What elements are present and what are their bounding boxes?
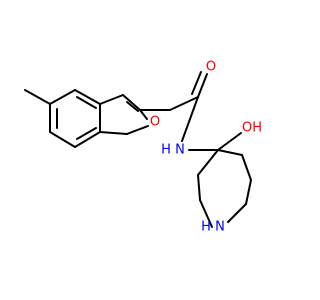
benzene-bond [49,131,76,148]
bond-layer [24,71,252,228]
benzene-inner-bond [76,96,97,109]
hydroxyl-label: OH [242,121,262,136]
ring-nitrogen-hydrogen-label: H [201,220,211,235]
amide-bond [181,96,199,142]
amide-bond [169,96,199,111]
azepane-bond [245,179,252,205]
ring-nitrogen-label: N [215,220,225,235]
amide-hydrogen-label: H [161,143,171,158]
amide-nitrogen-label: N [175,143,185,158]
azepane-bond [199,199,213,228]
hydroxyl-bond [217,132,242,151]
azepane-bond [217,149,243,156]
methyl-bond [24,89,51,105]
azepane-bond [197,149,219,176]
carbonyl-bond [191,71,202,95]
benzene-bond [49,89,76,105]
structure-canvas: O N H O OH H N [24,59,263,235]
azepane-bond [227,203,247,223]
furan-oxygen-label: O [150,115,160,130]
benzene-bond [74,89,101,105]
furan-bond [139,109,148,120]
furan-bond [99,94,124,105]
furan-bond [126,125,149,135]
carbonyl-bond [197,73,208,98]
azepane-bond [241,154,252,181]
furan-bond [122,94,141,111]
carbonyl-oxygen-label: O [206,60,216,75]
benzene-inner-bond [76,127,97,140]
furan-inner-bond [126,101,139,112]
benzene-bond [74,131,101,148]
atom-label-layer: O N H O OH H N [150,60,262,235]
furan-bond [99,131,128,135]
molecule-structure: O N H O OH H N [24,60,262,235]
azepane-bond [197,174,201,201]
